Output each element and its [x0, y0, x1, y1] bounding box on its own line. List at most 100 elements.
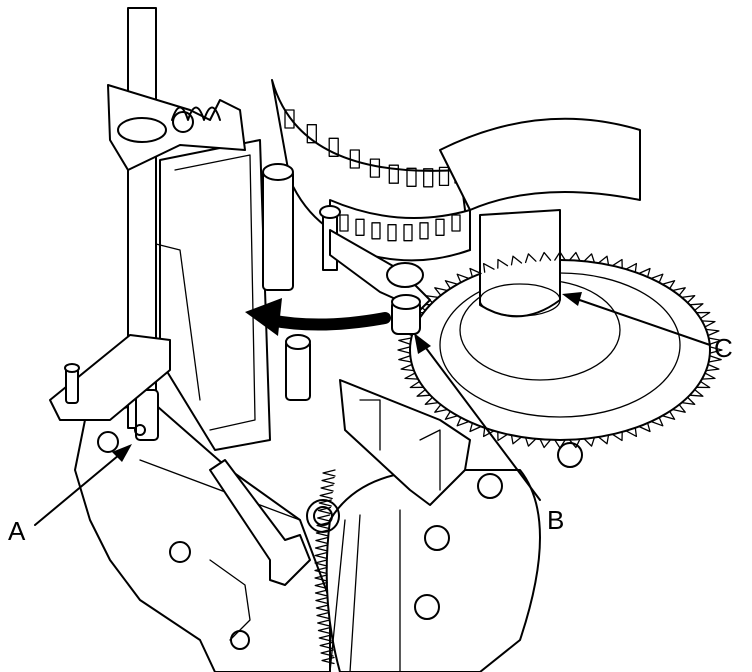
gear-tooth — [524, 253, 537, 264]
gear-tooth — [315, 604, 330, 612]
chain-slot — [435, 218, 445, 236]
drum-chain — [271, 79, 471, 262]
gear-tooth — [314, 581, 328, 590]
gear-tooth — [638, 422, 651, 433]
callout-label-a: A — [8, 516, 26, 546]
gear-tooth — [611, 431, 623, 442]
gear-tooth — [625, 262, 638, 273]
gear-tooth — [456, 416, 470, 427]
chain-slot — [423, 168, 434, 188]
gear-tooth — [317, 514, 331, 522]
gear-tooth — [321, 476, 335, 485]
gear-tooth — [322, 469, 336, 477]
gear-tooth — [510, 255, 523, 266]
bracket-plate — [339, 379, 471, 506]
gear-tooth — [398, 337, 412, 345]
gear-tooth — [681, 396, 696, 406]
gear-tooth — [319, 491, 333, 500]
gear-tooth — [709, 346, 723, 354]
gear-tooth — [397, 346, 411, 354]
detent-lever-b — [329, 229, 431, 335]
chain-slot — [451, 214, 461, 232]
gear-tooth — [539, 251, 552, 262]
lower-ring-gear — [306, 469, 541, 672]
chain-slot — [349, 149, 360, 169]
chain-slot — [419, 222, 429, 240]
gear-tooth — [317, 626, 332, 635]
chain-slot — [387, 224, 397, 242]
lower-link-rod — [209, 459, 311, 586]
gear-tooth — [316, 611, 330, 620]
chain-slot — [369, 158, 381, 178]
gear-tooth — [671, 287, 686, 297]
gear-tooth — [705, 328, 720, 337]
chain-slot — [328, 137, 339, 157]
gear-tooth — [456, 273, 470, 284]
gear-tooth — [638, 267, 651, 278]
gear-tooth — [314, 544, 329, 552]
gear-tooth — [320, 649, 334, 657]
gear-tooth — [315, 536, 329, 545]
gear-tooth — [568, 251, 581, 262]
rotation-arrow-icon — [245, 298, 391, 336]
gear-tooth — [314, 551, 328, 560]
gear-tooth — [404, 372, 419, 380]
upper-gear — [439, 117, 641, 211]
gear-tooth — [583, 436, 596, 447]
gear-tooth — [701, 320, 716, 328]
gear-tooth — [482, 262, 495, 273]
gear-tooth — [650, 273, 664, 284]
gear-tooth — [315, 596, 329, 605]
chain-slot — [388, 164, 399, 184]
gear-tooth — [661, 280, 676, 290]
gear-tooth — [611, 258, 623, 269]
gear-tooth — [434, 287, 449, 297]
gear-tooth — [695, 311, 711, 320]
gear-tooth — [320, 484, 334, 492]
gear-tooth — [650, 416, 664, 427]
chain-slot — [438, 166, 450, 187]
gear-tooth — [554, 251, 566, 261]
gear-tooth — [661, 410, 676, 420]
gear-tooth — [424, 396, 439, 406]
gear-tooth — [398, 355, 412, 363]
gear-tooth — [625, 427, 638, 438]
gear-tooth — [318, 634, 332, 642]
chain-slot — [339, 214, 349, 232]
gear-tooth — [416, 388, 431, 397]
leader-line-b — [414, 333, 541, 501]
leader-line-a — [34, 444, 132, 526]
gear-tooth — [314, 559, 328, 567]
gear-tooth — [539, 438, 552, 449]
gear-tooth — [510, 434, 523, 445]
housing-plate — [74, 399, 331, 672]
gear-tooth — [497, 431, 509, 442]
chain-slot — [355, 218, 365, 236]
chain-slot — [403, 224, 413, 242]
gear-tooth — [671, 403, 686, 413]
gear-tooth — [469, 422, 482, 433]
gear-tooth — [316, 521, 330, 530]
upper-lever-spring — [107, 84, 246, 171]
gear-tooth — [469, 267, 482, 278]
gear-tooth — [689, 388, 704, 397]
lower-lever-a — [49, 334, 171, 421]
gear-tooth — [409, 380, 425, 389]
right-gear-assembly — [397, 209, 723, 468]
chain-slot — [406, 167, 417, 187]
gear-tooth — [314, 566, 328, 575]
gear-tooth — [314, 574, 328, 582]
gear-tooth — [597, 255, 610, 266]
chain-slot — [371, 222, 381, 240]
gear-tooth — [444, 280, 459, 290]
gear-tooth — [701, 372, 716, 380]
gear-tooth — [597, 434, 610, 445]
leader-line-c — [562, 292, 711, 346]
gear-tooth — [317, 619, 331, 627]
gear-tooth — [708, 337, 722, 345]
gear-tooth — [583, 253, 596, 264]
chain-slot — [306, 124, 317, 144]
gear-tooth — [400, 363, 415, 372]
gear-tooth — [689, 303, 704, 312]
